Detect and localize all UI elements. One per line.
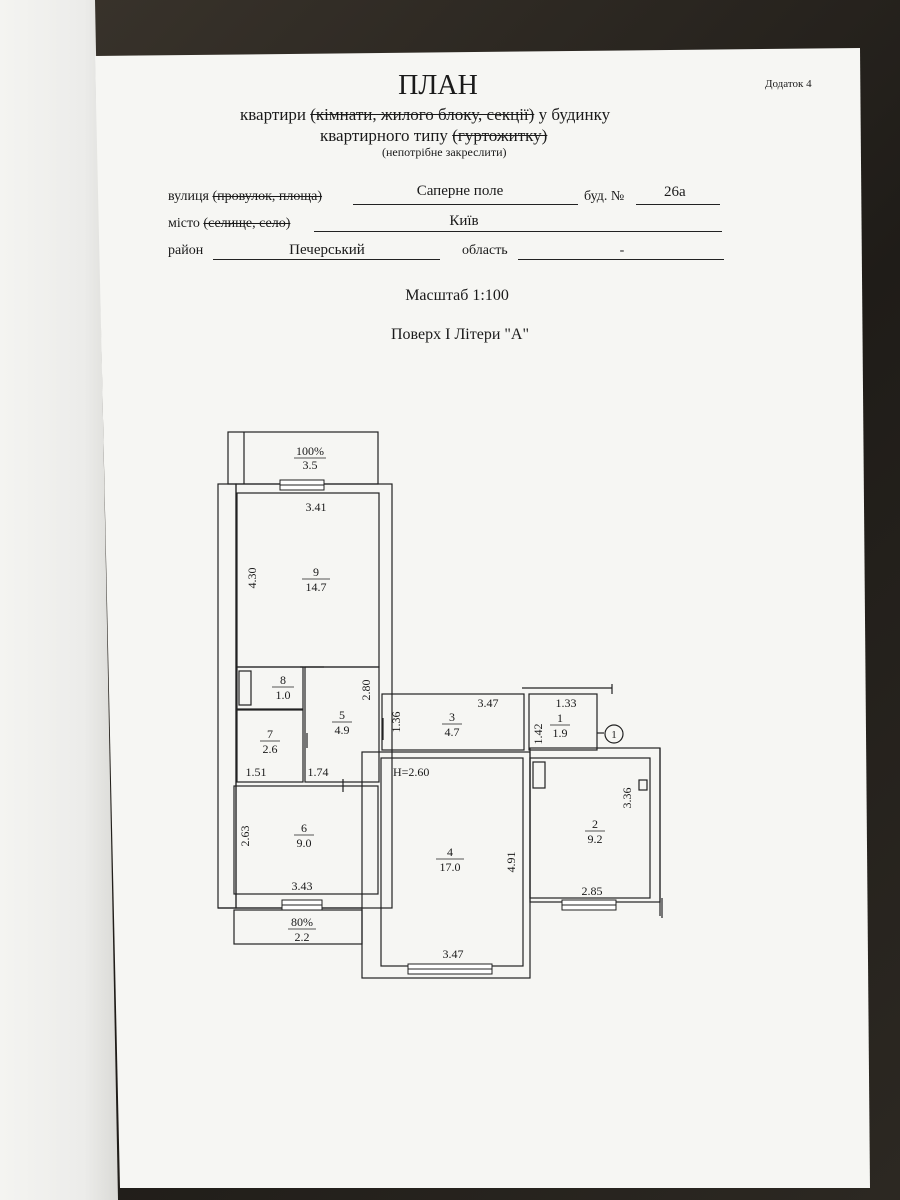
header-line-2-text: квартирного типу bbox=[320, 126, 448, 145]
room-1-area: 1.9 bbox=[553, 726, 568, 740]
room-4-number: 4 bbox=[447, 845, 453, 859]
document-title: ПЛАН bbox=[398, 70, 478, 101]
header-line-1: квартири (кімнати, жилого блоку, секції)… bbox=[240, 105, 610, 125]
district-value: Печерський bbox=[289, 242, 365, 258]
city-underline bbox=[314, 231, 722, 232]
room-6-outline bbox=[233, 785, 379, 895]
balcony-top-percent: 100% bbox=[296, 444, 324, 458]
dim-room-7-width: 1.51 bbox=[246, 765, 267, 779]
vent-shape bbox=[638, 779, 648, 791]
street-label-struck: (провулок, площа) bbox=[212, 189, 323, 204]
dim-room-4-height: 4.91 bbox=[504, 852, 518, 873]
region-value: - bbox=[619, 243, 625, 258]
scale-label: Масштаб 1:100 bbox=[405, 287, 509, 304]
dim-room-3-height: 1.36 bbox=[389, 712, 403, 733]
dim-room-1-width: 1.33 bbox=[556, 696, 577, 710]
room-5-number: 5 bbox=[339, 708, 345, 722]
balcony-top-area: 3.5 bbox=[303, 458, 318, 472]
room-2-number: 2 bbox=[592, 817, 598, 831]
stove-shape bbox=[532, 761, 546, 789]
city-label-text: місто bbox=[168, 216, 200, 231]
balcony-bottom-percent: 80% bbox=[291, 915, 313, 929]
city-label-struck: (селище, село) bbox=[203, 216, 291, 231]
header-line-1-struck: (кімнати, жилого блоку, секції) bbox=[310, 105, 535, 124]
dim-room-6-height: 2.63 bbox=[238, 826, 252, 847]
room-8-outline bbox=[236, 666, 304, 710]
room-3-outline bbox=[381, 693, 525, 751]
ceiling-height-label: H=2.60 bbox=[393, 765, 429, 779]
room-8-area: 1.0 bbox=[276, 688, 291, 702]
dim-room-5-height: 2.80 bbox=[359, 680, 373, 701]
dim-room-9-width: 3.41 bbox=[306, 500, 327, 514]
room-7-number: 7 bbox=[267, 727, 273, 741]
room-7-area: 2.6 bbox=[263, 742, 278, 756]
building-value: 26а bbox=[664, 184, 686, 200]
plan-windows bbox=[279, 479, 617, 975]
room-4-area: 17.0 bbox=[440, 860, 461, 874]
dim-room-2-height: 3.36 bbox=[620, 788, 634, 809]
dim-room-4-width: 3.47 bbox=[443, 947, 464, 961]
header-line-2: квартирного типу (гуртожитку) bbox=[320, 126, 547, 146]
region-underline bbox=[518, 259, 724, 260]
document-sheet bbox=[95, 48, 870, 1188]
marker-circle bbox=[604, 724, 624, 744]
balcony-bottom-area: 2.2 bbox=[295, 930, 310, 944]
room-1-number: 1 bbox=[557, 711, 563, 725]
dim-room-9-height: 4.30 bbox=[245, 568, 259, 589]
building-label: буд. № bbox=[584, 189, 625, 204]
room-2-area: 9.2 bbox=[588, 832, 603, 846]
dim-room-2-width: 2.85 bbox=[582, 884, 603, 898]
room-6-area: 9.0 bbox=[297, 836, 312, 850]
room-1-outline bbox=[528, 693, 598, 751]
region-label: область bbox=[462, 243, 508, 258]
building-underline bbox=[636, 204, 720, 205]
header-line-1-text: квартири bbox=[240, 105, 307, 124]
room-3-area: 4.7 bbox=[445, 725, 460, 739]
header-line-2-struck: (гуртожитку) bbox=[452, 126, 548, 145]
room-6-number: 6 bbox=[301, 821, 307, 835]
floor-label: Поверх І Літери "А" bbox=[390, 326, 530, 343]
room-9-number: 9 bbox=[313, 565, 319, 579]
appendix-label: Додаток 4 bbox=[765, 78, 812, 90]
district-label: район bbox=[168, 243, 204, 258]
header-line-1-suffix: у будинку bbox=[538, 105, 611, 124]
district-underline bbox=[213, 259, 440, 260]
bathtub-shape bbox=[238, 670, 252, 706]
room-2-outline bbox=[529, 757, 651, 899]
street-underline bbox=[353, 204, 578, 205]
room-5-area: 4.9 bbox=[335, 723, 350, 737]
street-value: Саперне поле bbox=[416, 183, 504, 199]
city-label: місто (селище, село) bbox=[168, 216, 290, 232]
street-label: вулиця (провулок, площа) bbox=[168, 189, 322, 205]
room-5-outline bbox=[304, 666, 380, 783]
room-3-number: 3 bbox=[449, 710, 455, 724]
street-label-text: вулиця bbox=[168, 189, 209, 204]
dim-room-5-width: 1.74 bbox=[308, 765, 329, 779]
header-note: (непотрібне закреслити) bbox=[382, 145, 507, 159]
room-8-number: 8 bbox=[280, 673, 286, 687]
room-7-outline bbox=[236, 709, 304, 783]
left-outer-wall-thick bbox=[217, 483, 237, 909]
dim-room-1-height: 1.42 bbox=[531, 724, 545, 745]
marker-label: 1 bbox=[611, 729, 617, 741]
room-9-area: 14.7 bbox=[306, 580, 327, 594]
city-value: Київ bbox=[449, 213, 479, 229]
dim-room-6-width: 3.43 bbox=[292, 879, 313, 893]
dim-room-3-width: 3.47 bbox=[478, 696, 499, 710]
